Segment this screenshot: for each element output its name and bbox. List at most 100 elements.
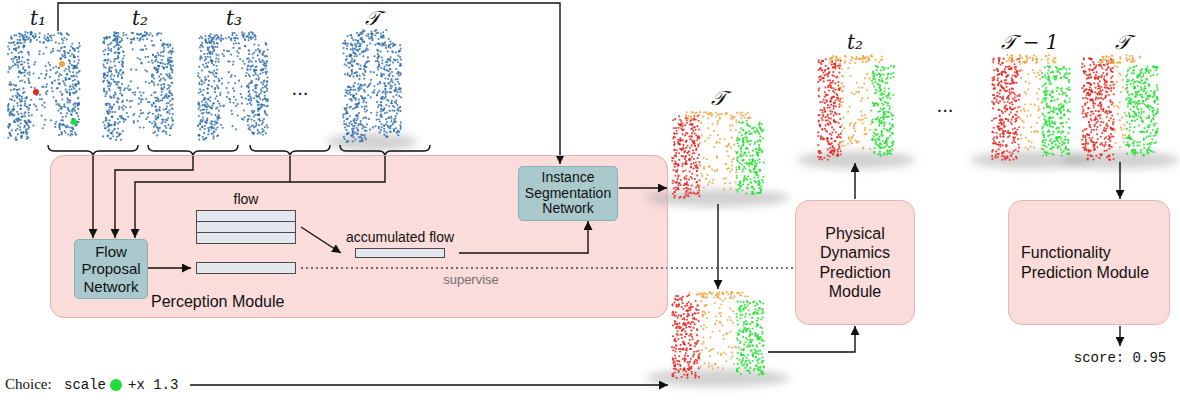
point bbox=[15, 34, 17, 36]
point bbox=[117, 127, 119, 129]
point bbox=[151, 74, 153, 76]
point bbox=[251, 53, 253, 55]
point bbox=[70, 130, 72, 132]
point bbox=[16, 59, 18, 61]
point bbox=[105, 93, 107, 95]
point bbox=[14, 63, 16, 65]
point bbox=[102, 135, 104, 137]
point bbox=[199, 123, 201, 125]
point bbox=[223, 49, 225, 51]
point bbox=[56, 88, 58, 90]
point bbox=[145, 81, 147, 83]
point bbox=[167, 46, 169, 48]
point bbox=[248, 118, 250, 120]
point bbox=[72, 128, 74, 130]
point bbox=[77, 103, 79, 105]
point bbox=[212, 60, 214, 62]
point bbox=[147, 116, 149, 118]
point bbox=[172, 98, 174, 100]
point bbox=[144, 56, 146, 58]
point bbox=[45, 74, 47, 76]
point bbox=[204, 79, 206, 81]
point bbox=[167, 63, 169, 65]
point bbox=[260, 69, 262, 71]
point bbox=[247, 103, 249, 105]
point bbox=[64, 84, 66, 86]
point bbox=[107, 59, 109, 61]
point bbox=[111, 108, 113, 110]
point bbox=[266, 105, 268, 107]
point bbox=[231, 113, 233, 115]
point bbox=[361, 39, 363, 41]
point bbox=[231, 34, 233, 36]
point bbox=[359, 48, 361, 50]
point bbox=[201, 126, 203, 128]
point bbox=[39, 98, 41, 100]
point bbox=[356, 43, 358, 45]
point bbox=[69, 101, 71, 103]
point bbox=[24, 100, 26, 102]
point bbox=[17, 105, 19, 107]
point bbox=[106, 62, 108, 64]
point bbox=[158, 32, 160, 34]
point bbox=[57, 49, 59, 51]
point bbox=[156, 72, 158, 74]
point bbox=[361, 37, 363, 39]
point bbox=[24, 69, 26, 71]
point bbox=[61, 133, 63, 135]
point bbox=[110, 70, 112, 72]
point bbox=[135, 69, 137, 71]
point bbox=[137, 120, 139, 122]
point bbox=[351, 37, 353, 39]
point bbox=[361, 106, 363, 108]
point bbox=[142, 92, 144, 94]
point bbox=[112, 79, 114, 81]
point bbox=[214, 91, 216, 93]
point bbox=[26, 36, 28, 38]
point bbox=[146, 32, 148, 34]
point bbox=[172, 113, 174, 115]
point bbox=[115, 58, 117, 60]
point bbox=[74, 106, 76, 108]
point bbox=[248, 83, 250, 85]
point bbox=[142, 112, 144, 114]
point bbox=[267, 98, 269, 100]
point bbox=[163, 83, 165, 85]
point bbox=[10, 135, 12, 137]
point bbox=[232, 60, 234, 62]
point bbox=[352, 47, 354, 49]
point bbox=[250, 38, 252, 40]
point bbox=[251, 119, 253, 121]
point bbox=[157, 68, 159, 70]
point bbox=[109, 138, 111, 140]
point bbox=[228, 50, 230, 52]
point bbox=[267, 126, 269, 128]
point bbox=[38, 77, 40, 79]
point bbox=[212, 47, 214, 49]
point bbox=[117, 101, 119, 103]
point bbox=[241, 102, 243, 104]
point bbox=[142, 98, 144, 100]
point bbox=[116, 132, 118, 134]
point bbox=[257, 74, 259, 76]
point bbox=[234, 82, 236, 84]
point bbox=[261, 120, 263, 122]
point bbox=[255, 73, 257, 75]
point bbox=[118, 52, 120, 54]
point bbox=[232, 125, 234, 127]
point bbox=[27, 52, 29, 54]
point bbox=[210, 126, 212, 128]
point bbox=[204, 56, 206, 58]
point bbox=[157, 52, 159, 54]
point bbox=[249, 93, 251, 95]
point bbox=[234, 40, 236, 42]
point bbox=[346, 104, 348, 106]
point bbox=[133, 39, 135, 41]
point bbox=[204, 38, 206, 40]
point bbox=[24, 115, 26, 117]
point bbox=[68, 34, 70, 36]
point bbox=[157, 130, 159, 132]
point bbox=[77, 55, 79, 57]
point bbox=[65, 132, 67, 134]
